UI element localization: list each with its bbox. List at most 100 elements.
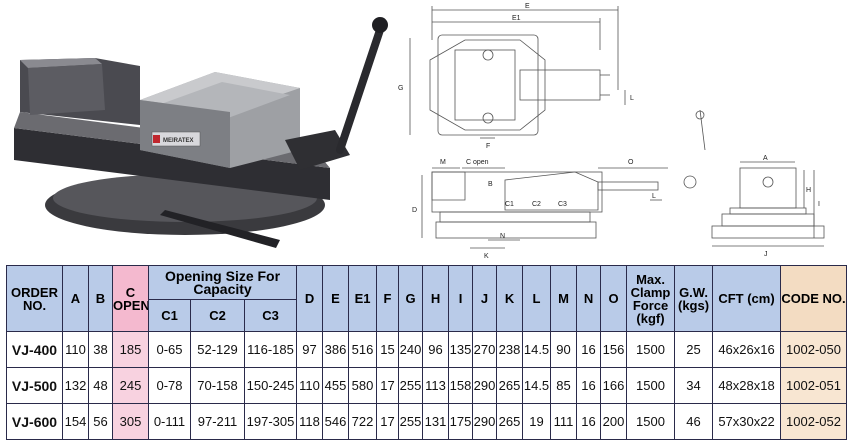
label-E: E	[525, 3, 530, 10]
cell-f: 15	[376, 331, 400, 368]
cell-b: 38	[88, 331, 113, 368]
cell-a: 132	[62, 367, 89, 404]
cell-j: 290	[472, 403, 498, 440]
cell-c2: 52-129	[190, 331, 245, 368]
header-c1: C1	[148, 299, 191, 332]
cell-k: 265	[496, 403, 524, 440]
header-code-no: CODE NO.	[780, 265, 848, 332]
cell-o: 156	[600, 331, 628, 368]
cell-e: 455	[322, 367, 350, 404]
cell-h: 96	[422, 331, 450, 368]
header-i: I	[448, 265, 474, 332]
header-d: D	[296, 265, 324, 332]
cell-c3: 116-185	[243, 331, 298, 368]
header-n: N	[576, 265, 602, 332]
label-N: N	[500, 233, 505, 240]
label-I: I	[818, 201, 820, 208]
cell-c2: 70-158	[190, 367, 245, 404]
cell-n: 16	[576, 367, 602, 404]
label-B: B	[488, 181, 493, 188]
cell-cft: 46x26x16	[712, 331, 782, 368]
label-A: A	[763, 155, 768, 162]
side-view-drawing	[421, 167, 697, 249]
cell-f: 17	[376, 403, 400, 440]
cell-i: 175	[448, 403, 474, 440]
label-M: M	[440, 159, 446, 166]
vise-body	[14, 128, 330, 200]
cell-k: 265	[496, 367, 524, 404]
cell-e1: 722	[348, 403, 378, 440]
header-cft: CFT (cm)	[712, 265, 782, 332]
cell-c-open: 185	[112, 331, 149, 368]
label-J: J	[764, 251, 768, 258]
handle-knob	[372, 17, 388, 33]
cell-k: 238	[496, 331, 524, 368]
top-view-drawing	[409, 6, 626, 139]
header-b: B	[88, 265, 113, 332]
cell-g: 255	[398, 367, 424, 404]
cell-c1: 0-111	[148, 403, 191, 440]
header-opening-size: Opening Size For Capacity	[147, 265, 298, 300]
cell-l: 19	[522, 403, 552, 440]
cell-h: 113	[422, 367, 450, 404]
cell-m: 85	[550, 367, 578, 404]
cell-gw: 46	[674, 403, 714, 440]
cell-j: 290	[472, 367, 498, 404]
spec-table: ORDER NO. A B C OPEN Opening Size For Ca…	[6, 265, 848, 440]
cell-gw: 34	[674, 367, 714, 404]
label-C1: C1	[505, 201, 514, 208]
cell-b: 56	[88, 403, 113, 440]
cell-c3: 197-305	[243, 403, 298, 440]
brand-label: MEIRATEX	[163, 138, 194, 144]
header-c-open: C OPEN	[112, 265, 149, 332]
cell-m: 111	[550, 403, 578, 440]
header-m: M	[550, 265, 578, 332]
cell-d: 118	[296, 403, 324, 440]
header-a: A	[62, 265, 89, 332]
header-e: E	[322, 265, 350, 332]
handle-arm	[336, 26, 384, 154]
cell-c-open: 245	[112, 367, 149, 404]
screw-housing	[285, 130, 350, 170]
cell-c1: 0-65	[148, 331, 191, 368]
table-row: VJ-600 154 56 305 0-111 97-211 197-305 1…	[6, 403, 848, 440]
header-o: O	[600, 265, 628, 332]
label-E1: E1	[512, 15, 521, 22]
cell-code: 1002-052	[780, 403, 848, 440]
cell-b: 48	[88, 367, 113, 404]
table-row: VJ-500 132 48 245 0-78 70-158 150-245 11…	[6, 367, 848, 404]
header-c3: C3	[243, 299, 298, 332]
label-H: H	[806, 187, 811, 194]
cell-i: 135	[448, 331, 474, 368]
cell-e: 386	[322, 331, 350, 368]
label-C3: C3	[558, 201, 567, 208]
label-O: O	[628, 159, 634, 166]
cell-gw: 25	[674, 331, 714, 368]
cell-clamp: 1500	[626, 331, 676, 368]
cell-c2: 97-211	[190, 403, 245, 440]
cell-l: 14.5	[522, 331, 552, 368]
cell-c1: 0-78	[148, 367, 191, 404]
product-figure: MEIRATEX E E1 G L F	[14, 3, 825, 260]
label-G: G	[398, 85, 403, 92]
header-gw: G.W. (kgs)	[674, 265, 714, 332]
header-order-no: ORDER NO.	[6, 265, 63, 332]
cell-d: 110	[296, 367, 324, 404]
front-view-drawing	[695, 109, 825, 247]
cell-h: 131	[422, 403, 450, 440]
cell-code: 1002-051	[780, 367, 848, 404]
cell-a: 110	[62, 331, 89, 368]
extension-rod	[160, 210, 280, 248]
label-D: D	[412, 207, 417, 214]
cell-code: 1002-050	[780, 331, 848, 368]
cell-e: 546	[322, 403, 350, 440]
cell-order: VJ-400	[6, 331, 63, 368]
header-k: K	[496, 265, 524, 332]
cell-j: 270	[472, 331, 498, 368]
header-e1: E1	[348, 265, 378, 332]
header-c2: C2	[190, 299, 245, 332]
label-F: F	[486, 143, 490, 150]
cell-order: VJ-600	[6, 403, 63, 440]
cell-a: 154	[62, 403, 89, 440]
vise-photo: MEIRATEX	[14, 17, 388, 248]
